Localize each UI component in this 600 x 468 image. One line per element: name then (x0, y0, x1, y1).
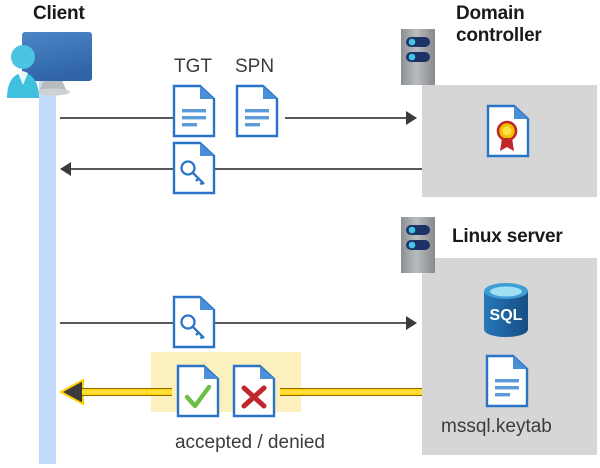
flow2-line-left (71, 168, 173, 170)
client-title: Client (33, 3, 85, 24)
spn-document-icon (235, 84, 279, 138)
result-label: accepted / denied (174, 432, 325, 453)
result-arrowhead (58, 378, 84, 406)
tgt-label: TGT (174, 56, 212, 77)
linux-server-server-rack-icon (401, 217, 435, 273)
flow1-line-left (60, 117, 173, 119)
domain-controller-server-rack-icon (401, 29, 435, 85)
flow2-arrowhead (60, 162, 71, 176)
document-check-icon (176, 364, 220, 418)
domain-controller-title-line2: controller (456, 25, 542, 46)
service-ticket-key-document-icon (172, 141, 216, 195)
spn-label: SPN (235, 56, 275, 77)
result-arrow-bar-right (280, 388, 422, 396)
flow3-arrowhead (406, 316, 417, 330)
flow1-arrowhead (406, 111, 417, 125)
request-key-document-icon (172, 295, 216, 349)
keytab-filename-label: mssql.keytab (441, 416, 552, 437)
flow3-line-right (215, 322, 407, 324)
result-highlight-band (151, 352, 301, 412)
document-x-icon (232, 364, 276, 418)
flow1-line-right (285, 117, 407, 119)
domain-controller-title-line1: Domain (456, 3, 525, 24)
certificate-document-icon (486, 104, 530, 158)
sql-database-icon: SQL (482, 282, 530, 338)
client-workstation-icon (4, 28, 96, 98)
flow2-line-right (215, 168, 422, 170)
svg-text:SQL: SQL (490, 307, 523, 324)
keytab-document-icon (485, 354, 529, 408)
client-lifeline (39, 72, 56, 464)
linux-server-title: Linux server (452, 226, 563, 247)
result-arrow-bar-left (82, 388, 172, 396)
flow3-line-left (60, 322, 173, 324)
tgt-document-icon (172, 84, 216, 138)
